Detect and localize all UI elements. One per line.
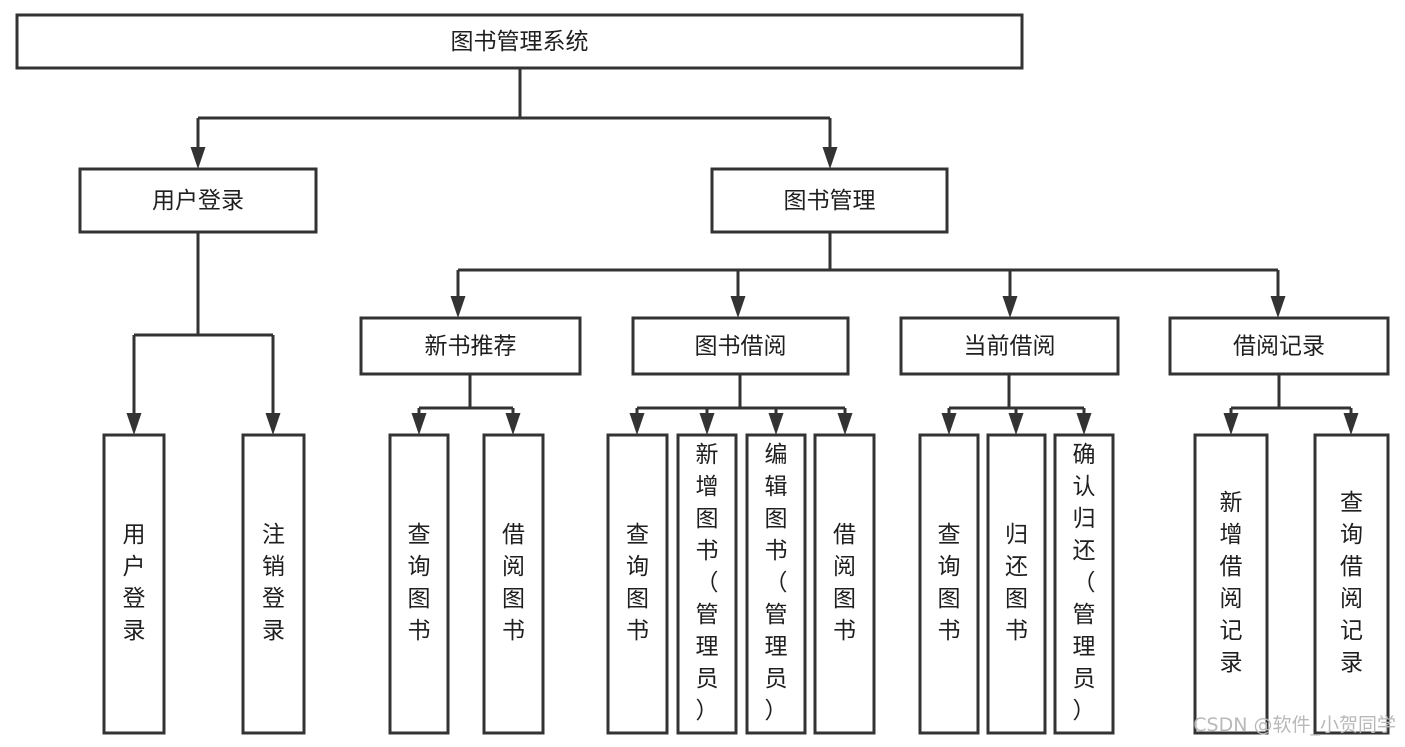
node-new-book-recommend[interactable]: 新书推荐 (359, 316, 582, 376)
arrow-head-icon (1223, 413, 1239, 435)
node-current-borrow[interactable]: 当前借阅 (899, 316, 1120, 376)
node-box[interactable] (1193, 433, 1269, 735)
node-box[interactable] (102, 433, 166, 735)
node-leaf-logout-login[interactable]: 注销登录 (241, 433, 306, 735)
connector-layer (126, 68, 1359, 435)
arrow-head-icon (837, 413, 853, 435)
node-label-leaf-add-record: 新增借阅记录 (1220, 490, 1243, 676)
node-label-book-borrow: 图书借阅 (695, 334, 787, 360)
node-label-leaf-logout-login: 注销登录 (262, 522, 285, 644)
arrow-head-icon (822, 147, 838, 169)
node-label-leaf-confirm-return: 确认归还（管理员） (1073, 442, 1096, 724)
arrow-head-icon (450, 296, 466, 318)
node-box[interactable] (482, 433, 545, 735)
node-label-leaf-query-book-1: 查询图书 (408, 522, 431, 644)
node-leaf-return-book[interactable]: 归还图书 (986, 433, 1047, 735)
node-box[interactable] (676, 433, 738, 735)
node-label-leaf-add-book: 新增图书（管理员） (696, 442, 719, 724)
node-label-leaf-query-book-3: 查询图书 (938, 522, 961, 644)
node-layer: 图书管理系统用户登录图书管理新书推荐图书借阅当前借阅借阅记录用户登录注销登录查询… (15, 13, 1390, 735)
node-leaf-user-login[interactable]: 用户登录 (102, 433, 166, 735)
node-box[interactable] (710, 167, 949, 234)
arrow-head-icon (1002, 296, 1018, 318)
csdn-watermark: CSDN @软件_小贺同学 (1193, 714, 1396, 736)
node-label-new-book-recommend: 新书推荐 (425, 334, 517, 360)
node-label-leaf-user-login: 用户登录 (123, 522, 146, 644)
node-box[interactable] (1313, 433, 1390, 735)
arrow-head-icon (505, 413, 521, 435)
node-leaf-query-book-1[interactable]: 查询图书 (388, 433, 450, 735)
node-box[interactable] (388, 433, 450, 735)
node-leaf-confirm-return[interactable]: 确认归还（管理员） (1053, 433, 1115, 735)
arrow-head-icon (190, 147, 206, 169)
node-box[interactable] (1053, 433, 1115, 735)
arrow-head-icon (699, 413, 715, 435)
arrow-head-icon (1008, 413, 1024, 435)
node-box[interactable] (241, 433, 306, 735)
node-user-login[interactable]: 用户登录 (78, 167, 318, 234)
node-box[interactable] (15, 13, 1024, 70)
node-label-leaf-borrow-book-2: 借阅图书 (833, 522, 856, 644)
arrow-head-icon (768, 413, 784, 435)
node-borrow-record[interactable]: 借阅记录 (1168, 316, 1390, 376)
node-label-root: 图书管理系统 (451, 29, 589, 55)
node-box[interactable] (899, 316, 1120, 376)
node-root-system[interactable]: 图书管理系统 (15, 13, 1024, 70)
node-label-leaf-edit-book: 编辑图书（管理员） (765, 442, 788, 724)
node-label-leaf-query-record: 查询借阅记录 (1340, 490, 1363, 676)
node-label-current-borrow: 当前借阅 (964, 334, 1056, 360)
node-box[interactable] (745, 433, 807, 735)
node-label-book-manage: 图书管理 (784, 188, 876, 214)
node-leaf-add-book[interactable]: 新增图书（管理员） (676, 433, 738, 735)
arrow-head-icon (411, 413, 427, 435)
node-leaf-add-record[interactable]: 新增借阅记录 (1193, 433, 1269, 735)
arrow-head-icon (126, 413, 142, 435)
node-book-borrow[interactable]: 图书借阅 (631, 316, 850, 376)
arrow-head-icon (1076, 413, 1092, 435)
node-box[interactable] (606, 433, 669, 735)
node-label-leaf-query-book-2: 查询图书 (626, 522, 649, 644)
node-leaf-edit-book[interactable]: 编辑图书（管理员） (745, 433, 807, 735)
node-box[interactable] (918, 433, 980, 735)
arrow-head-icon (265, 413, 281, 435)
node-box[interactable] (986, 433, 1047, 735)
node-box[interactable] (1168, 316, 1390, 376)
arrow-head-icon (1270, 296, 1286, 318)
node-leaf-query-book-3[interactable]: 查询图书 (918, 433, 980, 735)
arrow-head-icon (941, 413, 957, 435)
node-leaf-query-record[interactable]: 查询借阅记录 (1313, 433, 1390, 735)
node-box[interactable] (631, 316, 850, 376)
arrow-head-icon (1343, 413, 1359, 435)
node-book-manage[interactable]: 图书管理 (710, 167, 949, 234)
arrow-head-icon (730, 296, 746, 318)
node-leaf-borrow-book-2[interactable]: 借阅图书 (813, 433, 876, 735)
arrow-head-icon (629, 413, 645, 435)
node-label-borrow-record: 借阅记录 (1233, 334, 1325, 360)
node-box[interactable] (813, 433, 876, 735)
node-label-leaf-borrow-book-1: 借阅图书 (502, 522, 525, 644)
node-label-leaf-return-book: 归还图书 (1005, 522, 1028, 644)
node-box[interactable] (78, 167, 318, 234)
node-box[interactable] (359, 316, 582, 376)
node-label-user-login: 用户登录 (152, 188, 244, 214)
node-leaf-query-book-2[interactable]: 查询图书 (606, 433, 669, 735)
node-leaf-borrow-book-1[interactable]: 借阅图书 (482, 433, 545, 735)
